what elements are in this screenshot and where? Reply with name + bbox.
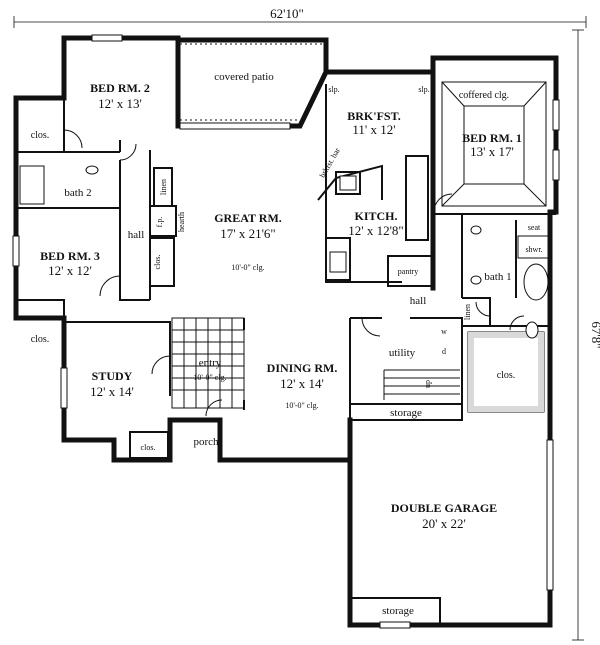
bath2-label: bath 2: [64, 187, 91, 199]
hall-right: hall: [410, 295, 427, 307]
bed1-size: 13' x 17': [470, 144, 514, 159]
slp-left: slp.: [328, 85, 339, 94]
clos-study: clos.: [141, 443, 156, 452]
doors: [63, 129, 525, 417]
up-label: up: [423, 380, 432, 388]
kitch-size: 12' x 12'8": [348, 223, 404, 238]
bed3-size: 12' x 12': [48, 263, 92, 278]
bed3-name: BED RM. 3: [40, 249, 100, 263]
patio-hatch: [180, 43, 324, 121]
storage-garage: storage: [382, 605, 414, 617]
dimension-lines: 62'10" 67'8": [13, 6, 600, 641]
patio-name: covered patio: [214, 71, 274, 83]
washer-label: w: [441, 327, 447, 336]
entry-name: entry: [199, 357, 222, 369]
clos-bed2: clos.: [31, 130, 50, 141]
dining-ceiling: 10'-0" clg.: [285, 401, 318, 410]
great-name: GREAT RM.: [214, 211, 282, 225]
master-closet-hatch: [468, 332, 544, 412]
garage-size: 20' x 22': [422, 516, 466, 531]
overall-depth: 67'8": [589, 321, 600, 348]
hall-left: hall: [128, 229, 145, 241]
brkfst-name: BRK'FST.: [347, 109, 400, 123]
clos-study-left: clos.: [31, 334, 50, 345]
seat-label: seat: [528, 223, 541, 232]
linen-hall: linen: [159, 179, 168, 195]
bed1-ceiling: coffered clg.: [459, 90, 509, 101]
brkfst-size: 11' x 12': [352, 122, 395, 137]
hearth-label: hearth: [177, 212, 186, 232]
fixtures: [19, 165, 549, 400]
minor-labels: clos. bath 2 linen f.p. hearth hall clos…: [31, 85, 543, 617]
utility-label: utility: [389, 347, 416, 359]
kitch-name: KITCH.: [354, 209, 397, 223]
brkfst-bar-label: brkfst. bar: [318, 146, 342, 179]
coffered-ceiling: [441, 81, 547, 207]
pantry-label: pantry: [398, 267, 418, 276]
entry-tile: [172, 318, 244, 408]
study-name: STUDY: [92, 369, 133, 383]
linen-master: linen: [463, 304, 472, 320]
bed2-name: BED RM. 2: [90, 81, 150, 95]
bath1-label: bath 1: [484, 271, 511, 283]
clos-bed3: clos.: [153, 255, 162, 270]
dryer-label: d: [442, 347, 446, 356]
dining-size: 12' x 14': [280, 376, 324, 391]
study-size: 12' x 14': [90, 384, 134, 399]
porch-label: porch: [193, 436, 219, 448]
great-size: 17' x 21'6": [220, 226, 276, 241]
great-ceiling: 10'-0" clg.: [231, 263, 264, 272]
bed1-name: BED RM. 1: [462, 131, 522, 145]
windows: [12, 34, 560, 629]
dining-name: DINING RM.: [267, 361, 338, 375]
entry-ceiling: 10'-0" clg.: [193, 373, 226, 382]
room-labels: BED RM. 2 12' x 13' covered patio BRK'FS…: [40, 71, 522, 531]
fp-label: f.p.: [155, 217, 164, 228]
bed2-size: 12' x 13': [98, 96, 142, 111]
clos-master: clos.: [497, 370, 516, 381]
interior-walls: [16, 84, 556, 625]
shwr-label: shwr.: [525, 245, 542, 254]
storage-utility: storage: [390, 407, 422, 419]
slp-right: slp.: [418, 85, 429, 94]
garage-name: DOUBLE GARAGE: [391, 501, 497, 515]
overall-width: 62'10": [270, 6, 304, 21]
